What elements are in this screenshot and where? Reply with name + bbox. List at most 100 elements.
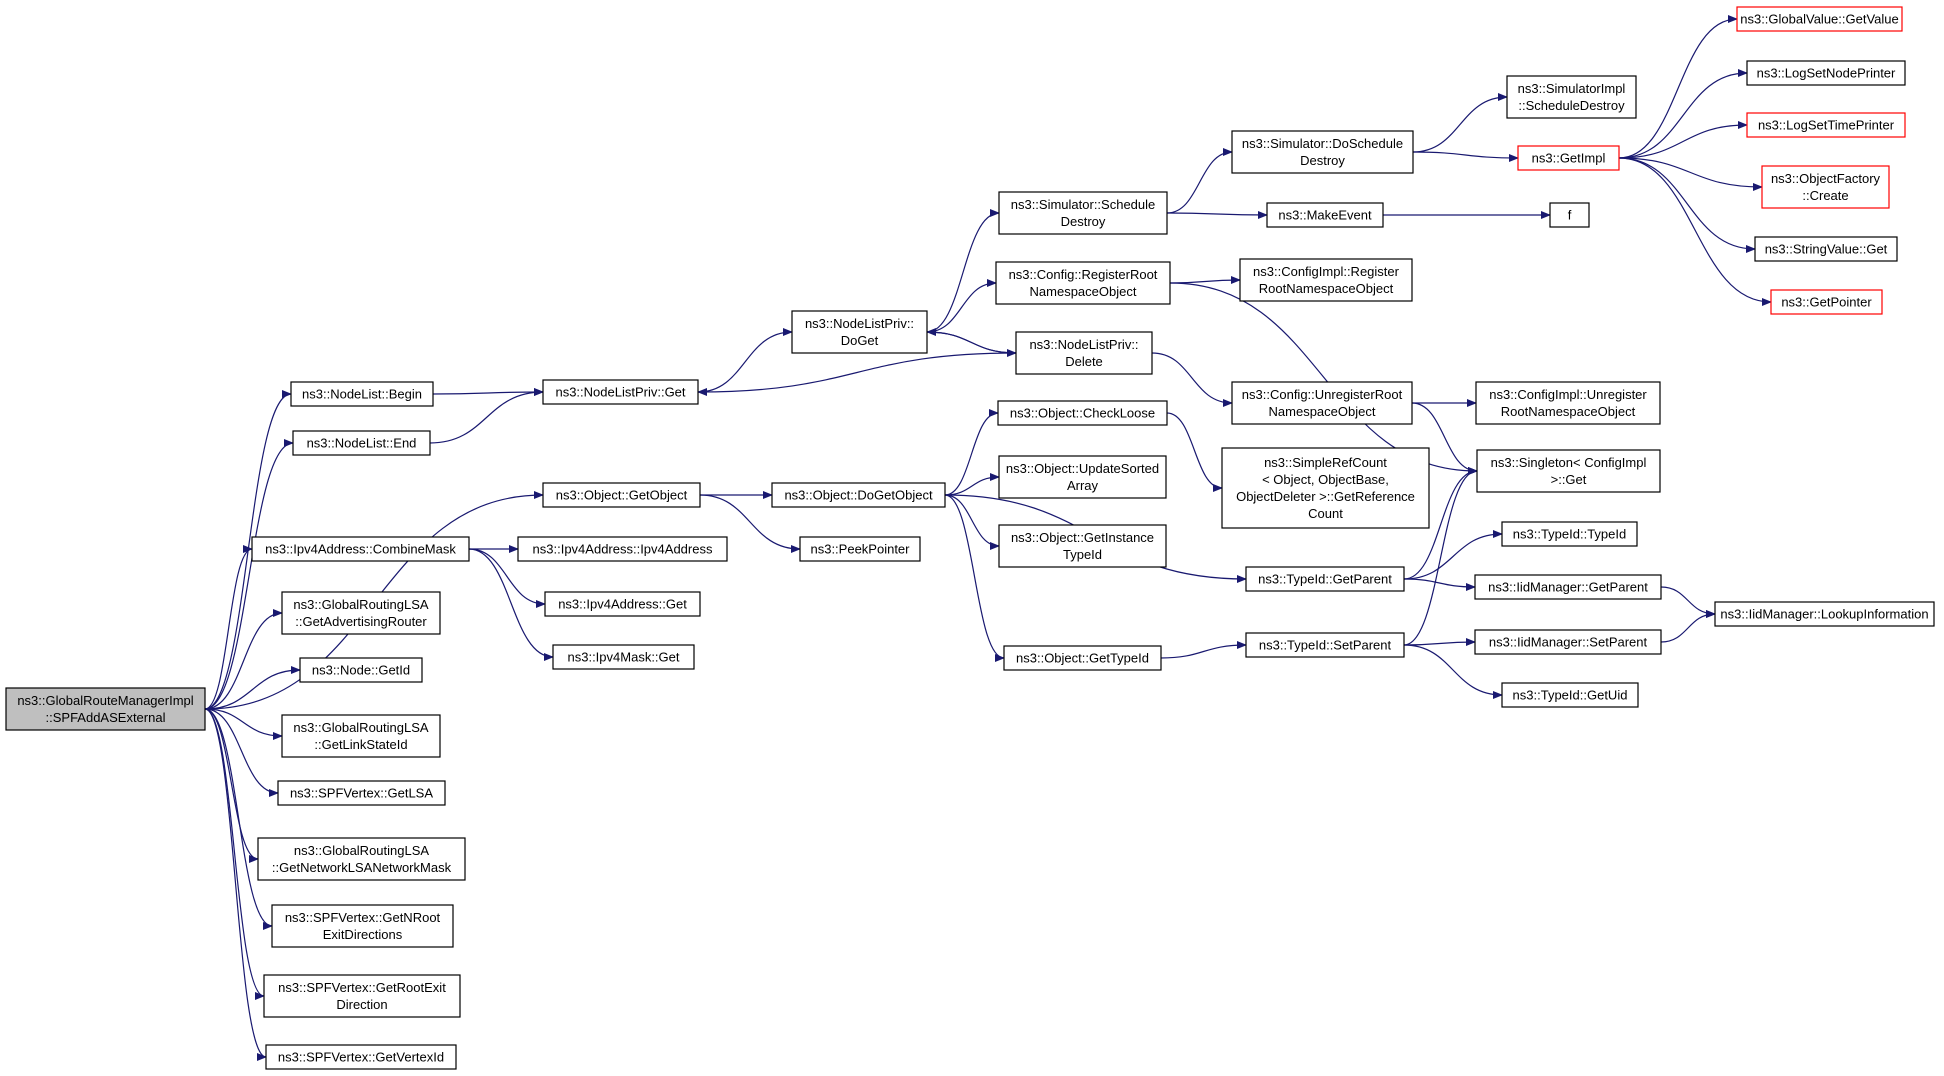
edge-cfg_unregister-to-singleton_get	[1411, 402, 1478, 475]
node-box-obj_getinstance	[998, 524, 1167, 568]
node-box-sim_schedule	[998, 191, 1168, 235]
node-box-obj_gettypeid	[1003, 645, 1162, 671]
node-grlsa_getlinkstate[interactable]: ns3::GlobalRoutingLSA::GetLinkStateId	[281, 714, 441, 758]
node-label-cfg_unregister: ns3::Config::UnregisterRoot	[1242, 387, 1403, 402]
node-label-typeid_getparent: ns3::TypeId::GetParent	[1258, 572, 1392, 587]
node-iid_setparent[interactable]: ns3::IidManager::SetParent	[1474, 629, 1662, 655]
node-cfgimpl_unregister[interactable]: ns3::ConfigImpl::UnregisterRootNamespace…	[1475, 381, 1661, 425]
node-peekpointer[interactable]: ns3::PeekPointer	[799, 536, 921, 562]
node-ipv4mask_get[interactable]: ns3::Ipv4Mask::Get	[552, 644, 695, 670]
edge-root-to-ipv4_combine	[204, 545, 253, 710]
node-obj_checkloose[interactable]: ns3::Object::CheckLoose	[997, 400, 1168, 426]
edge-nlp_delete-to-cfg_unregister	[1151, 352, 1233, 407]
node-box-nlp_doget	[791, 310, 928, 354]
node-label-simplerefcount: < Object, ObjectBase,	[1262, 472, 1389, 487]
node-spf_getlsa[interactable]: ns3::SPFVertex::GetLSA	[277, 780, 446, 806]
node-nl_begin[interactable]: ns3::NodeList::Begin	[290, 381, 434, 407]
edge-sim_doschedule-to-simimpl_schedule	[1412, 93, 1508, 153]
node-grlsa_getnetmask[interactable]: ns3::GlobalRoutingLSA::GetNetworkLSANetw…	[257, 837, 466, 881]
node-nlp_doget[interactable]: ns3::NodeListPriv::DoGet	[791, 310, 928, 354]
node-simplerefcount[interactable]: ns3::SimpleRefCount< Object, ObjectBase,…	[1221, 447, 1430, 529]
node-objfactory_create[interactable]: ns3::ObjectFactory::Create	[1761, 165, 1890, 209]
node-logsetnode[interactable]: ns3::LogSetNodePrinter	[1746, 60, 1906, 86]
node-label-spf_getrootexit: Direction	[336, 997, 387, 1012]
node-box-stringvalue_get	[1754, 236, 1898, 262]
node-makeevent[interactable]: ns3::MakeEvent	[1266, 202, 1384, 228]
node-ipv4_ipv4address[interactable]: ns3::Ipv4Address::Ipv4Address	[517, 536, 728, 562]
node-label-nlp_delete: ns3::NodeListPriv::	[1029, 337, 1138, 352]
node-typeid_typeid[interactable]: ns3::TypeId::TypeId	[1501, 521, 1638, 547]
node-stringvalue_get[interactable]: ns3::StringValue::Get	[1754, 236, 1898, 262]
node-cfg_unregister[interactable]: ns3::Config::UnregisterRootNamespaceObje…	[1231, 381, 1413, 425]
node-ipv4_combine[interactable]: ns3::Ipv4Address::CombineMask	[251, 536, 470, 562]
node-label-cfgimpl_register: ns3::ConfigImpl::Register	[1253, 264, 1400, 279]
node-f[interactable]: f	[1549, 202, 1590, 228]
node-label-stringvalue_get: ns3::StringValue::Get	[1765, 242, 1888, 257]
node-getimpl[interactable]: ns3::GetImpl	[1517, 145, 1620, 171]
node-label-sim_schedule: Destroy	[1061, 214, 1106, 229]
node-simimpl_schedule[interactable]: ns3::SimulatorImpl::ScheduleDestroy	[1506, 75, 1637, 119]
edge-sim_schedule-to-sim_doschedule	[1166, 148, 1233, 214]
node-obj_getobject[interactable]: ns3::Object::GetObject	[542, 482, 701, 508]
node-label-simplerefcount: Count	[1308, 506, 1343, 521]
node-label-typeid_getuid: ns3::TypeId::GetUid	[1513, 688, 1628, 703]
node-label-cfg_register: ns3::Config::RegisterRoot	[1009, 267, 1158, 282]
node-sim_schedule[interactable]: ns3::Simulator::ScheduleDestroy	[998, 191, 1168, 235]
node-obj_gettypeid[interactable]: ns3::Object::GetTypeId	[1003, 645, 1162, 671]
node-box-cfgimpl_register	[1239, 258, 1413, 302]
node-label-ipv4mask_get: ns3::Ipv4Mask::Get	[568, 650, 680, 665]
node-cfgimpl_register[interactable]: ns3::ConfigImpl::RegisterRootNamespaceOb…	[1239, 258, 1413, 302]
node-node_getid[interactable]: ns3::Node::GetId	[299, 657, 423, 683]
node-root[interactable]: ns3::GlobalRouteManagerImpl::SPFAddASExt…	[5, 687, 206, 731]
node-box-simimpl_schedule	[1506, 75, 1637, 119]
node-label-nlp_get: ns3::NodeListPriv::Get	[555, 385, 685, 400]
edge-nlp_delete-to-nlp_get	[697, 352, 1017, 396]
node-nlp_get[interactable]: ns3::NodeListPriv::Get	[542, 379, 699, 405]
edge-sim_doschedule-to-getimpl	[1412, 151, 1519, 162]
node-box-spf_getrootexit	[263, 974, 461, 1018]
node-typeid_getuid[interactable]: ns3::TypeId::GetUid	[1501, 682, 1639, 708]
node-iid_lookup[interactable]: ns3::IidManager::LookupInformation	[1714, 601, 1935, 627]
node-label-cfgimpl_unregister: RootNamespaceObject	[1501, 404, 1636, 419]
edge-obj_dogetobject-to-obj_getinstance	[944, 494, 1000, 550]
node-label-nl_end: ns3::NodeList::End	[307, 436, 417, 451]
node-label-node_getid: ns3::Node::GetId	[312, 663, 410, 678]
node-box-nlp_get	[542, 379, 699, 405]
node-label-gv_getvalue: ns3::GlobalValue::GetValue	[1740, 12, 1899, 27]
edge-obj_getobject-to-peekpointer	[699, 494, 801, 553]
node-nl_end[interactable]: ns3::NodeList::End	[292, 430, 431, 456]
node-box-typeid_typeid	[1501, 521, 1638, 547]
node-typeid_setparent[interactable]: ns3::TypeId::SetParent	[1245, 632, 1405, 658]
node-typeid_getparent[interactable]: ns3::TypeId::GetParent	[1245, 566, 1405, 592]
node-label-getimpl: ns3::GetImpl	[1532, 151, 1606, 166]
node-box-getpointer	[1770, 289, 1883, 315]
node-iid_getparent[interactable]: ns3::IidManager::GetParent	[1474, 574, 1662, 600]
node-label-objfactory_create: ::Create	[1802, 188, 1848, 203]
node-box-obj_dogetobject	[771, 482, 946, 508]
node-logsettime[interactable]: ns3::LogSetTimePrinter	[1746, 112, 1906, 138]
node-grlsa_getadv[interactable]: ns3::GlobalRoutingLSA::GetAdvertisingRou…	[281, 591, 441, 635]
edge-getimpl-to-getpointer	[1618, 157, 1772, 306]
edge-nlp_doget-to-cfg_register	[926, 279, 997, 333]
node-singleton_get[interactable]: ns3::Singleton< ConfigImpl >::Get	[1476, 449, 1661, 493]
edge-nlp_get-to-nlp_doget	[697, 328, 793, 393]
edge-root-to-node_getid	[204, 666, 301, 710]
node-box-spf_getlsa	[277, 780, 446, 806]
node-nlp_delete[interactable]: ns3::NodeListPriv::Delete	[1015, 331, 1153, 375]
node-ipv4_get[interactable]: ns3::Ipv4Address::Get	[544, 591, 701, 617]
node-gv_getvalue[interactable]: ns3::GlobalValue::GetValue	[1736, 6, 1903, 32]
edge-nlp_delete-to-nlp_doget	[926, 328, 1017, 354]
node-spf_getvertexid[interactable]: ns3::SPFVertex::GetVertexId	[265, 1044, 457, 1070]
edge-root-to-spf_getnroot	[204, 708, 273, 930]
node-label-root: ::SPFAddASExternal	[46, 710, 166, 725]
node-label-spf_getlsa: ns3::SPFVertex::GetLSA	[290, 786, 433, 801]
node-label-spf_getnroot: ns3::SPFVertex::GetNRoot	[285, 910, 441, 925]
node-getpointer[interactable]: ns3::GetPointer	[1770, 289, 1883, 315]
node-obj_dogetobject[interactable]: ns3::Object::DoGetObject	[771, 482, 946, 508]
